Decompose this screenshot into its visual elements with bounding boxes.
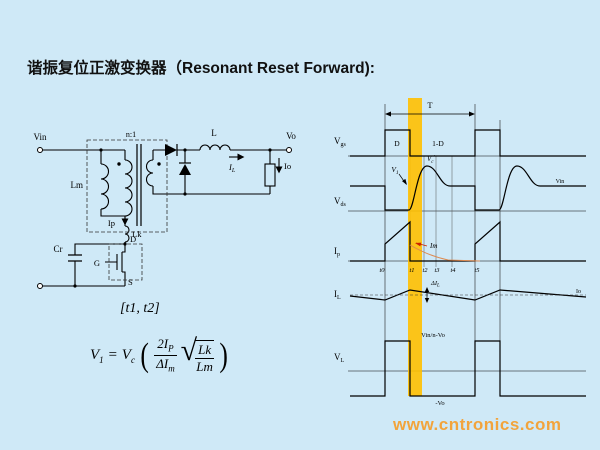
io-label: Io (284, 161, 291, 171)
output-inductor-coil (199, 144, 231, 151)
time-label-t3: t3 (434, 267, 440, 274)
formula-radical: √ Lk Lm (180, 334, 215, 375)
load-resistor (264, 163, 276, 187)
circuit-wires (42, 149, 286, 287)
formula-equals: = (107, 347, 118, 364)
ip-waveform (350, 220, 586, 262)
vl-high-label: Vin/n-Vo (421, 332, 445, 339)
period-arrowhead-right (469, 111, 475, 117)
duty-complement-label: 1-D (432, 139, 444, 148)
primary-dot (117, 162, 121, 166)
delta-il-annotation: ΔIL (430, 280, 440, 289)
turns-ratio-label: n:1 (126, 130, 136, 139)
im-annotation: Im (429, 242, 437, 250)
il-row-label: IL (334, 289, 341, 301)
watermark-url: www.cntronics.com (393, 415, 562, 434)
formula-vc: Vc (121, 346, 135, 365)
time-label-t0: t0 (379, 267, 385, 274)
transformer-dashed-box (86, 139, 168, 233)
lk-coil (124, 225, 130, 243)
v1-arrowhead (402, 178, 407, 185)
magnetizing-current-curve (409, 244, 481, 262)
vc-peak-annotation: Vc′ (427, 155, 436, 166)
row-baselines (348, 155, 586, 372)
vin-label: Vin (34, 132, 47, 142)
vo-terminal (286, 147, 292, 153)
ip-row-label: Ip (334, 246, 340, 258)
cr-capacitor-icon (68, 254, 82, 262)
vds-waveform (350, 165, 586, 211)
formula-v1: V1 (90, 346, 104, 365)
inductor-label: L (211, 128, 217, 138)
vo-label: Vo (286, 131, 296, 141)
sqrt-icon: √ (180, 334, 198, 367)
highlight-bar-t1-t2 (408, 98, 422, 396)
secondary-winding (145, 159, 154, 187)
ip-label: Ip (108, 218, 115, 228)
freewheel-diode-icon (179, 164, 191, 175)
waveform-panel: T Vgs Vds Ip IL VL D 1-D V1 Vc′ Vin Im (334, 98, 587, 407)
source-label: S (128, 277, 133, 287)
vin-level-label: Vin (556, 179, 565, 185)
im-arrowhead (415, 242, 422, 247)
vin-terminal-top (37, 147, 43, 153)
vin-terminal-bottom (37, 283, 43, 289)
vgs-row-label: Vgs (334, 136, 347, 148)
delta-il-arrowhead-top (424, 287, 430, 292)
v1-formula: V1 = Vc ( 2IP ΔIm √ Lk Lm ) (90, 336, 229, 376)
mosfet-dashed-box (108, 243, 143, 281)
v1-annotation: V1 (391, 165, 399, 176)
lm-label: Lm (71, 180, 84, 190)
junction-dots (73, 148, 272, 288)
vgs-waveform (350, 129, 586, 157)
circuit-diagram: Vin n:1 Lm Ip Lk D G S Cr L Vo Io IL (34, 128, 296, 289)
il-label: IL (228, 162, 236, 174)
period-label: T (427, 100, 433, 110)
vl-low-label: -Vo (435, 400, 444, 407)
period-arrowhead-left (385, 111, 391, 117)
primary-winding (124, 159, 133, 217)
formula-fraction: 2IP ΔIm (154, 336, 177, 374)
lk-label: Lk (132, 229, 142, 239)
delta-il-arrowhead-bottom (424, 298, 430, 303)
gate-label: G (94, 258, 100, 268)
io-level-label: Io (576, 289, 581, 295)
formula-close-paren: ) (219, 336, 229, 374)
series-diode-icon (165, 144, 177, 156)
interval-note: [t1, t2] (120, 301, 160, 316)
secondary-dot (157, 162, 161, 166)
duty-label: D (394, 139, 400, 148)
formula-open-paren: ( (140, 336, 149, 374)
vl-waveform (350, 340, 586, 397)
vds-row-label: Vds (334, 196, 347, 208)
time-label-t4: t4 (450, 267, 456, 274)
cr-label: Cr (54, 244, 63, 254)
time-label-t1: t1 (409, 267, 414, 274)
transformer-core (136, 144, 142, 226)
time-label-t2: t2 (422, 267, 428, 274)
lm-coil (100, 163, 109, 210)
drain-label: D (130, 234, 136, 244)
page-title: 谐振复位正激变换器（Resonant Reset Forward): (27, 60, 375, 77)
vl-row-label: VL (334, 352, 345, 364)
time-label-t5: t5 (474, 267, 480, 274)
